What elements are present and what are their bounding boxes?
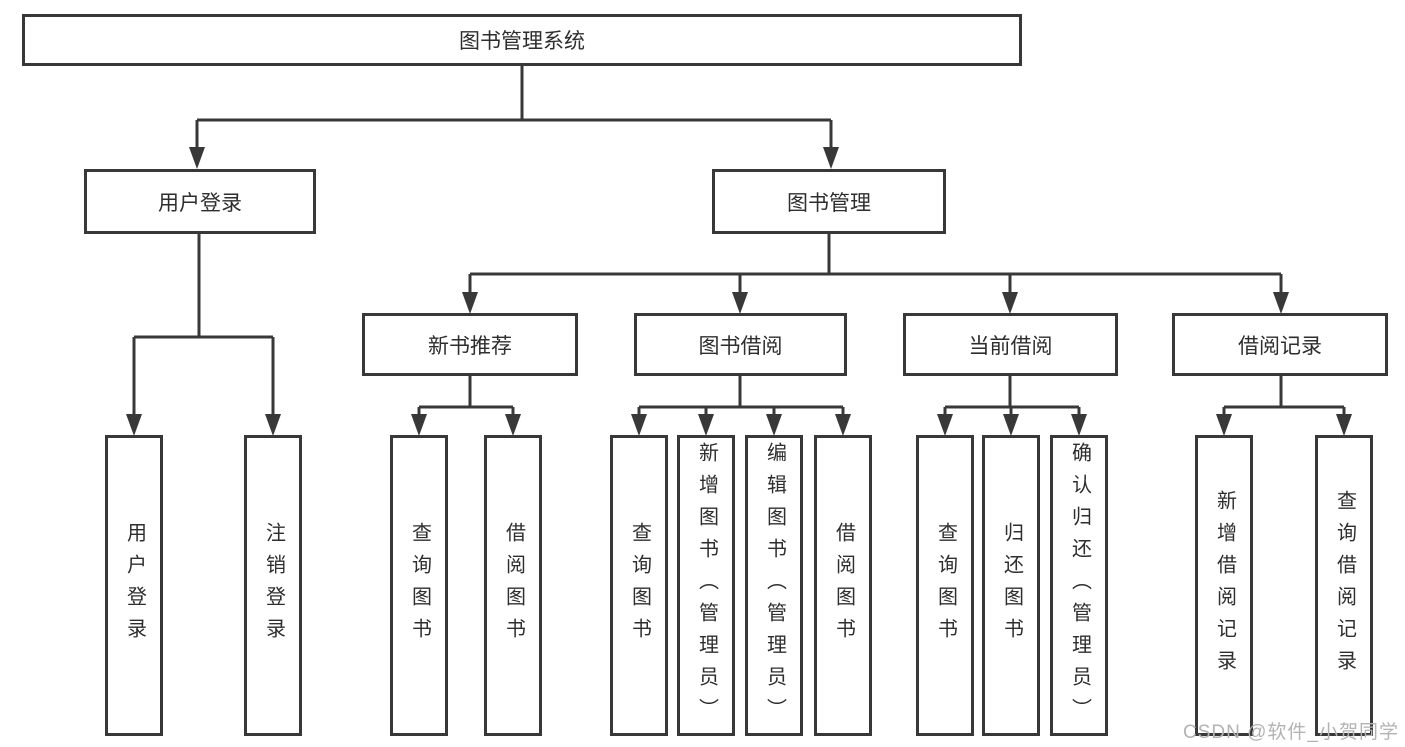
- leaf-confirm-return-admin-label: 确认归还（管理员）: [1068, 441, 1091, 730]
- node-user-login: 用户登录: [84, 169, 316, 234]
- node-book-management-label: 图书管理: [787, 191, 871, 215]
- leaf-query-books-2-label: 查询图书: [628, 521, 651, 650]
- node-root: 图书管理系统: [22, 14, 1022, 66]
- leaf-logout-label: 注销登录: [262, 521, 285, 650]
- leaf-query-books-3-label: 查询图书: [934, 521, 957, 650]
- leaf-confirm-return-admin: 确认归还（管理员）: [1050, 435, 1108, 736]
- watermark-text: CSDN @软件_小贺同学: [1183, 722, 1399, 743]
- arrowheads: [126, 147, 1352, 436]
- leaf-borrow-books-1-label: 借阅图书: [502, 521, 525, 650]
- leaf-user-login-label: 用户登录: [123, 521, 146, 650]
- leaf-borrow-books-2: 借阅图书: [814, 435, 872, 736]
- node-book-borrow-label: 图书借阅: [698, 334, 783, 358]
- node-current-borrow: 当前借阅: [903, 313, 1118, 376]
- node-user-login-label: 用户登录: [158, 191, 242, 215]
- node-current-borrow-label: 当前借阅: [968, 334, 1053, 358]
- leaf-query-books-3: 查询图书: [916, 435, 974, 736]
- leaf-query-borrow-record: 查询借阅记录: [1315, 435, 1373, 736]
- leaf-add-book-admin: 新增图书（管理员）: [677, 435, 735, 736]
- leaf-user-login: 用户登录: [105, 435, 163, 736]
- leaf-add-book-admin-label: 新增图书（管理员）: [695, 441, 718, 730]
- node-new-book-recommend: 新书推荐: [362, 313, 578, 376]
- connector-current-borrow-to-leaves: [943, 376, 1081, 418]
- leaf-logout: 注销登录: [244, 435, 302, 736]
- connector-root-to-level2: [195, 66, 833, 150]
- leaf-add-borrow-record: 新增借阅记录: [1195, 435, 1253, 736]
- node-book-management: 图书管理: [712, 169, 946, 234]
- connector-user-login-to-leaves: [132, 234, 275, 418]
- connector-borrow-records-to-leaves: [1222, 376, 1346, 418]
- leaf-query-books-1: 查询图书: [390, 435, 448, 736]
- leaf-return-book-label: 归还图书: [1000, 521, 1023, 650]
- connector-book-borrow-to-leaves: [637, 376, 845, 418]
- node-borrow-records-label: 借阅记录: [1238, 334, 1322, 358]
- leaf-edit-book-admin-label: 编辑图书（管理员）: [763, 441, 786, 730]
- leaf-query-borrow-record-label: 查询借阅记录: [1333, 489, 1356, 682]
- leaf-edit-book-admin: 编辑图书（管理员）: [745, 435, 803, 736]
- leaf-query-books-1-label: 查询图书: [408, 521, 431, 650]
- connector-new-book-rec-to-leaves: [417, 376, 515, 418]
- leaf-query-books-2: 查询图书: [610, 435, 668, 736]
- node-root-label: 图书管理系统: [459, 30, 585, 53]
- leaf-return-book: 归还图书: [982, 435, 1040, 736]
- connector-book-management-to-level3: [468, 234, 1283, 296]
- node-book-borrow: 图书借阅: [634, 313, 847, 376]
- leaf-borrow-books-1: 借阅图书: [484, 435, 542, 736]
- leaf-add-borrow-record-label: 新增借阅记录: [1213, 489, 1236, 682]
- leaf-borrow-books-2-label: 借阅图书: [832, 521, 855, 650]
- node-new-book-recommend-label: 新书推荐: [428, 334, 512, 358]
- node-borrow-records: 借阅记录: [1172, 313, 1388, 376]
